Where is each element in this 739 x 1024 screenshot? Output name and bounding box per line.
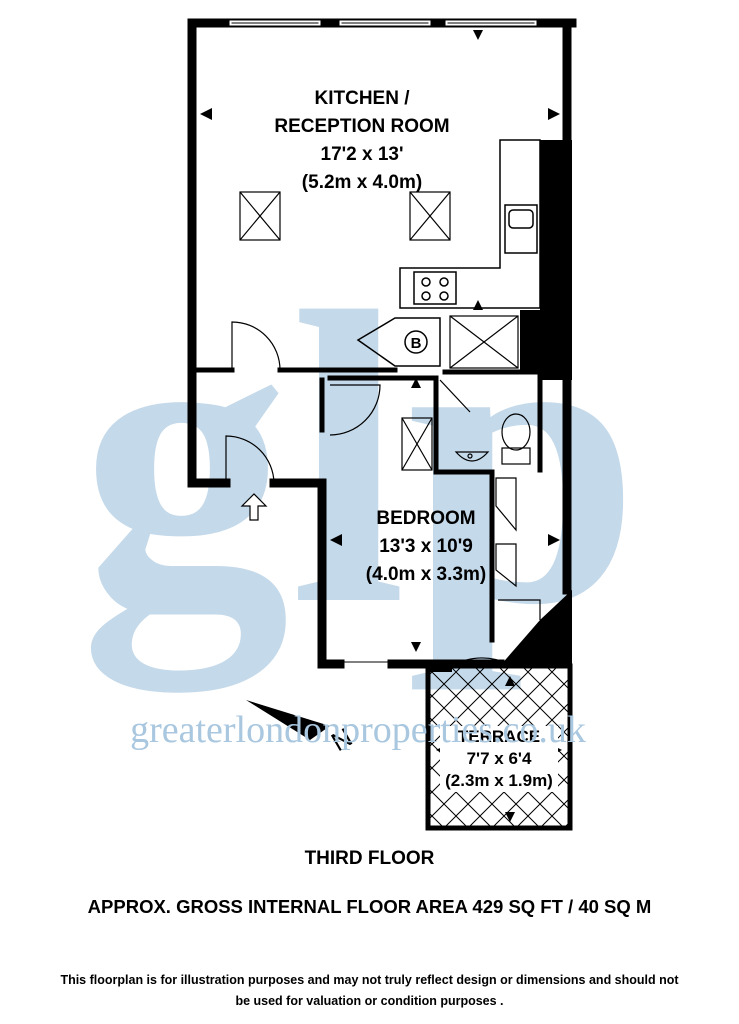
bathroom-fixtures: [449, 315, 531, 465]
disclaimer-line-1: This floorplan is for illustration purpo…: [60, 973, 679, 987]
skylights: [239, 191, 451, 471]
svg-text:17'2 x 13': 17'2 x 13': [321, 144, 404, 165]
disclaimer-line-2: be used for valuation or condition purpo…: [235, 994, 504, 1008]
floor-title: THIRD FLOOR: [304, 848, 435, 869]
doors: [225, 321, 541, 667]
svg-text:13'3 x 10'9: 13'3 x 10'9: [379, 536, 473, 557]
bedroom-label: BEDROOM 13'3 x 10'9 (4.0m x 3.3m): [366, 508, 486, 585]
svg-text:B: B: [411, 335, 422, 352]
svg-text:(2.3m x 1.9m): (2.3m x 1.9m): [445, 771, 553, 790]
disclaimer: This floorplan is for illustration purpo…: [0, 970, 739, 1012]
svg-text:7'7 x 6'4: 7'7 x 6'4: [467, 749, 532, 768]
floor-area-text: APPROX. GROSS INTERNAL FLOOR AREA 429 SQ…: [87, 896, 652, 917]
svg-text:(5.2m x 4.0m): (5.2m x 4.0m): [302, 172, 422, 193]
svg-text:(4.0m x 3.3m): (4.0m x 3.3m): [366, 564, 486, 585]
entrance-arrow-icon: [240, 493, 268, 521]
terrace-label: TERRACE 7'7 x 6'4 (2.3m x 1.9m): [440, 726, 558, 792]
kitchen-units: [399, 139, 541, 309]
watermark-website: greaterlondonproperties.co.uk: [130, 709, 586, 751]
kitchen-label: KITCHEN / RECEPTION ROOM 17'2 x 13' (5.2…: [274, 88, 449, 193]
solid-walls: [430, 140, 572, 672]
svg-text:TERRACE: TERRACE: [458, 727, 540, 746]
boiler: B: [356, 317, 441, 367]
svg-text:RECEPTION ROOM: RECEPTION ROOM: [274, 116, 449, 137]
svg-text:BEDROOM: BEDROOM: [376, 508, 475, 529]
svg-text:KITCHEN /: KITCHEN /: [315, 88, 411, 109]
